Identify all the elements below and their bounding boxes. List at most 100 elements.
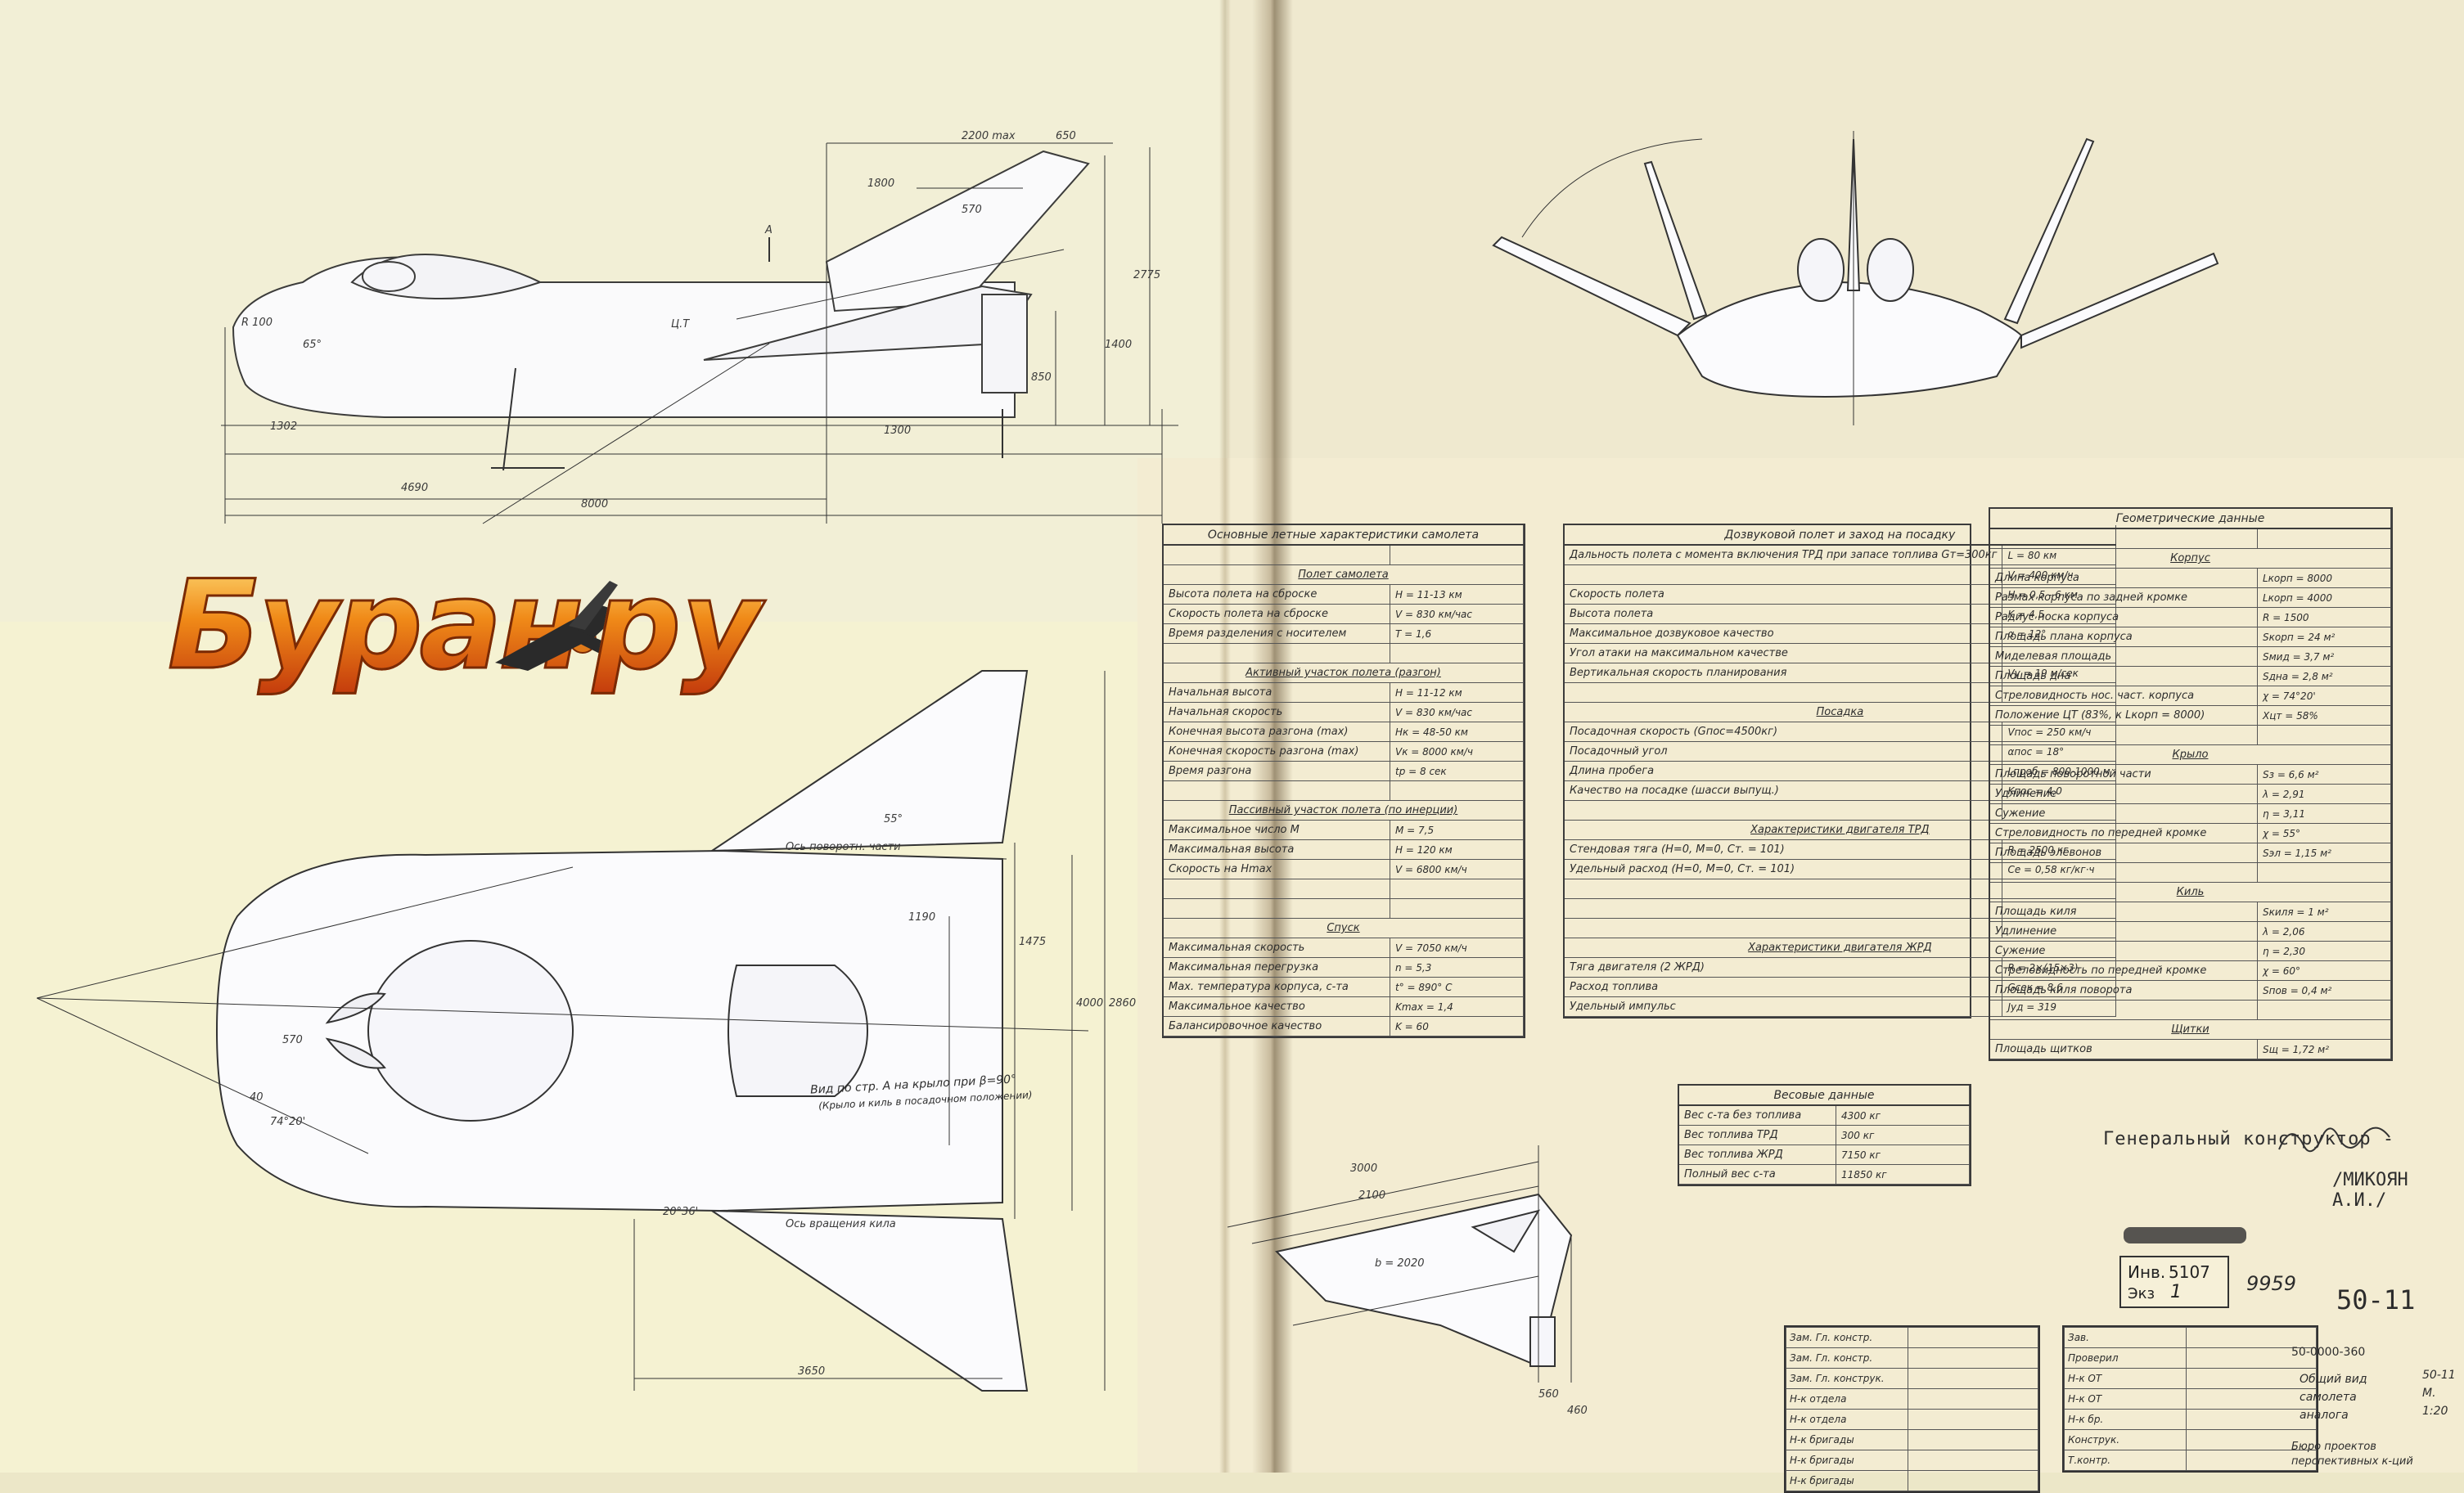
row-value: n = 5,3: [1390, 957, 1524, 978]
signature-row: Н-к бригады: [1786, 1429, 2038, 1450]
signature-cell: [1908, 1409, 2038, 1430]
plan-right-wing: [709, 1209, 1029, 1392]
row-label: Сужение: [1990, 941, 2258, 961]
row-label: Положение ЦТ (83%, к Lкорп = 8000): [1990, 705, 2258, 726]
designer-signature: [2278, 1126, 2390, 1153]
row-value: V = 830 км/час: [1390, 702, 1524, 722]
side-view-drawing: 2200 max 650 1800 570 2775 1400 850 1302…: [221, 130, 1178, 524]
wing-dim-2100: 2100: [1358, 1189, 1385, 1202]
row-value: [1390, 643, 1524, 663]
row-label: Расход топлива: [1565, 977, 2003, 997]
row-value: H = 11-12 км: [1390, 682, 1524, 703]
row-label: [1565, 564, 2003, 585]
table-row: [1164, 879, 1524, 899]
row-label: [1990, 1000, 2258, 1020]
row-label: Максимальная скорость: [1164, 938, 1390, 958]
row-label: Стреловидность нос. част. корпуса: [1990, 686, 2258, 706]
table-row: [1164, 898, 1524, 919]
row-value: H = 120 км: [1390, 839, 1524, 860]
row-value: R = 1500: [2257, 607, 2391, 627]
row-label: Миделевая площадь: [1990, 646, 2258, 667]
row-value: Sдна = 2,8 м²: [2257, 666, 2391, 686]
front-left-fin: [1643, 160, 1708, 321]
table-row: Конечная скорость разгона (max)Vк = 8000…: [1164, 741, 1524, 762]
row-label: Площадь киля: [1990, 902, 2258, 922]
signature-role: Н-к бригады: [1786, 1429, 1908, 1450]
signature-role: Зам. Гл. конструк.: [1786, 1368, 1908, 1389]
row-label: Дальность полета с момента включения ТРД…: [1565, 545, 2003, 565]
plan-canopy-outline: [367, 940, 574, 1122]
table-row: [1164, 643, 1524, 663]
row-label: Вес топлива ТРД: [1679, 1125, 1836, 1145]
row-value: Kmax = 1,4: [1390, 996, 1524, 1017]
section-heading: Киль: [1990, 882, 2391, 902]
row-label: [1164, 545, 1390, 565]
row-label: Стендовая тяга (H=0, M=0, Ст. = 101): [1565, 839, 2003, 860]
row-label: Удельный импульс: [1565, 996, 2003, 1017]
signature-row: Зав.: [2064, 1327, 2317, 1348]
plan-canopy-lower: [325, 1037, 386, 1069]
row-label: Скорость на Нmax: [1164, 859, 1390, 879]
redacted-stamp: [2124, 1227, 2246, 1243]
row-label: Конечная скорость разгона (max): [1164, 741, 1390, 762]
row-label: Посадочный угол: [1565, 741, 2003, 762]
plan-axis-label-1: Ось поворотн. части: [786, 841, 901, 853]
row-label: Длина пробега: [1565, 761, 2003, 781]
table-row: [1164, 545, 1524, 565]
row-value: 4300 кг: [1836, 1105, 1970, 1126]
plan-left-wing: [709, 670, 1029, 852]
signature-role: Зам. Гл. констр.: [1786, 1347, 1908, 1369]
row-label: [1164, 643, 1390, 663]
row-label: Площадь плана корпуса: [1990, 627, 2258, 647]
signature-row: Н-к отдела: [1786, 1388, 2038, 1410]
signature-role: Т.контр.: [2064, 1450, 2187, 1471]
row-label: [1565, 682, 2003, 703]
plan-dim-570: 570: [282, 1034, 303, 1046]
table-row: Киль: [1990, 882, 2391, 902]
row-value: λ = 2,91: [2257, 784, 2391, 804]
row-label: [1565, 918, 2003, 938]
section-heading: Пассивный участок полета (по инерции): [1164, 800, 1524, 821]
sheet-code-value: 50-11: [2422, 1369, 2456, 1382]
table-row: Корпус: [1990, 548, 2391, 569]
row-label: Полный вес с-та: [1679, 1164, 1836, 1185]
row-label: Площадь щитков: [1990, 1039, 2258, 1059]
signature-cell: [1908, 1347, 2038, 1369]
row-label: Начальная высота: [1164, 682, 1390, 703]
copy-label: Экз: [2128, 1285, 2155, 1302]
row-label: Радиус носка корпуса: [1990, 607, 2258, 627]
signature-row: Н-к бр.: [2064, 1409, 2317, 1430]
row-label: Длина корпуса: [1990, 568, 2258, 588]
row-label: Площадь киля поворота: [1990, 980, 2258, 1001]
signature-cell: [1908, 1450, 2038, 1471]
document-code: 50-11: [2336, 1284, 2416, 1315]
row-label: Тяга двигателя (2 ЖРД): [1565, 957, 2003, 978]
front-right-wing: [2020, 252, 2219, 349]
row-label: Размах корпуса по задней кромке: [1990, 587, 2258, 608]
sheet-code: 50-11 М. 1:20: [2422, 1366, 2464, 1420]
wing-detail-drawing: 3000 2100 b = 2020 560 460: [1227, 1145, 1588, 1417]
table-row: Крыло: [1990, 744, 2391, 765]
side-label-ct: Ц.Т: [671, 318, 690, 331]
side-dim-570: 570: [962, 204, 982, 216]
row-value: 300 кг: [1836, 1125, 1970, 1145]
section-heading: Корпус: [1990, 548, 2391, 569]
row-label: Высота полета: [1565, 604, 2003, 624]
side-fin: [825, 150, 1090, 313]
table-row: Активный участок полета (разгон): [1164, 663, 1524, 683]
signature-row: Н-к ОТ: [2064, 1368, 2317, 1389]
row-label: Сужение: [1990, 803, 2258, 824]
table-geom-title: Геометрические данные: [1990, 509, 2391, 529]
